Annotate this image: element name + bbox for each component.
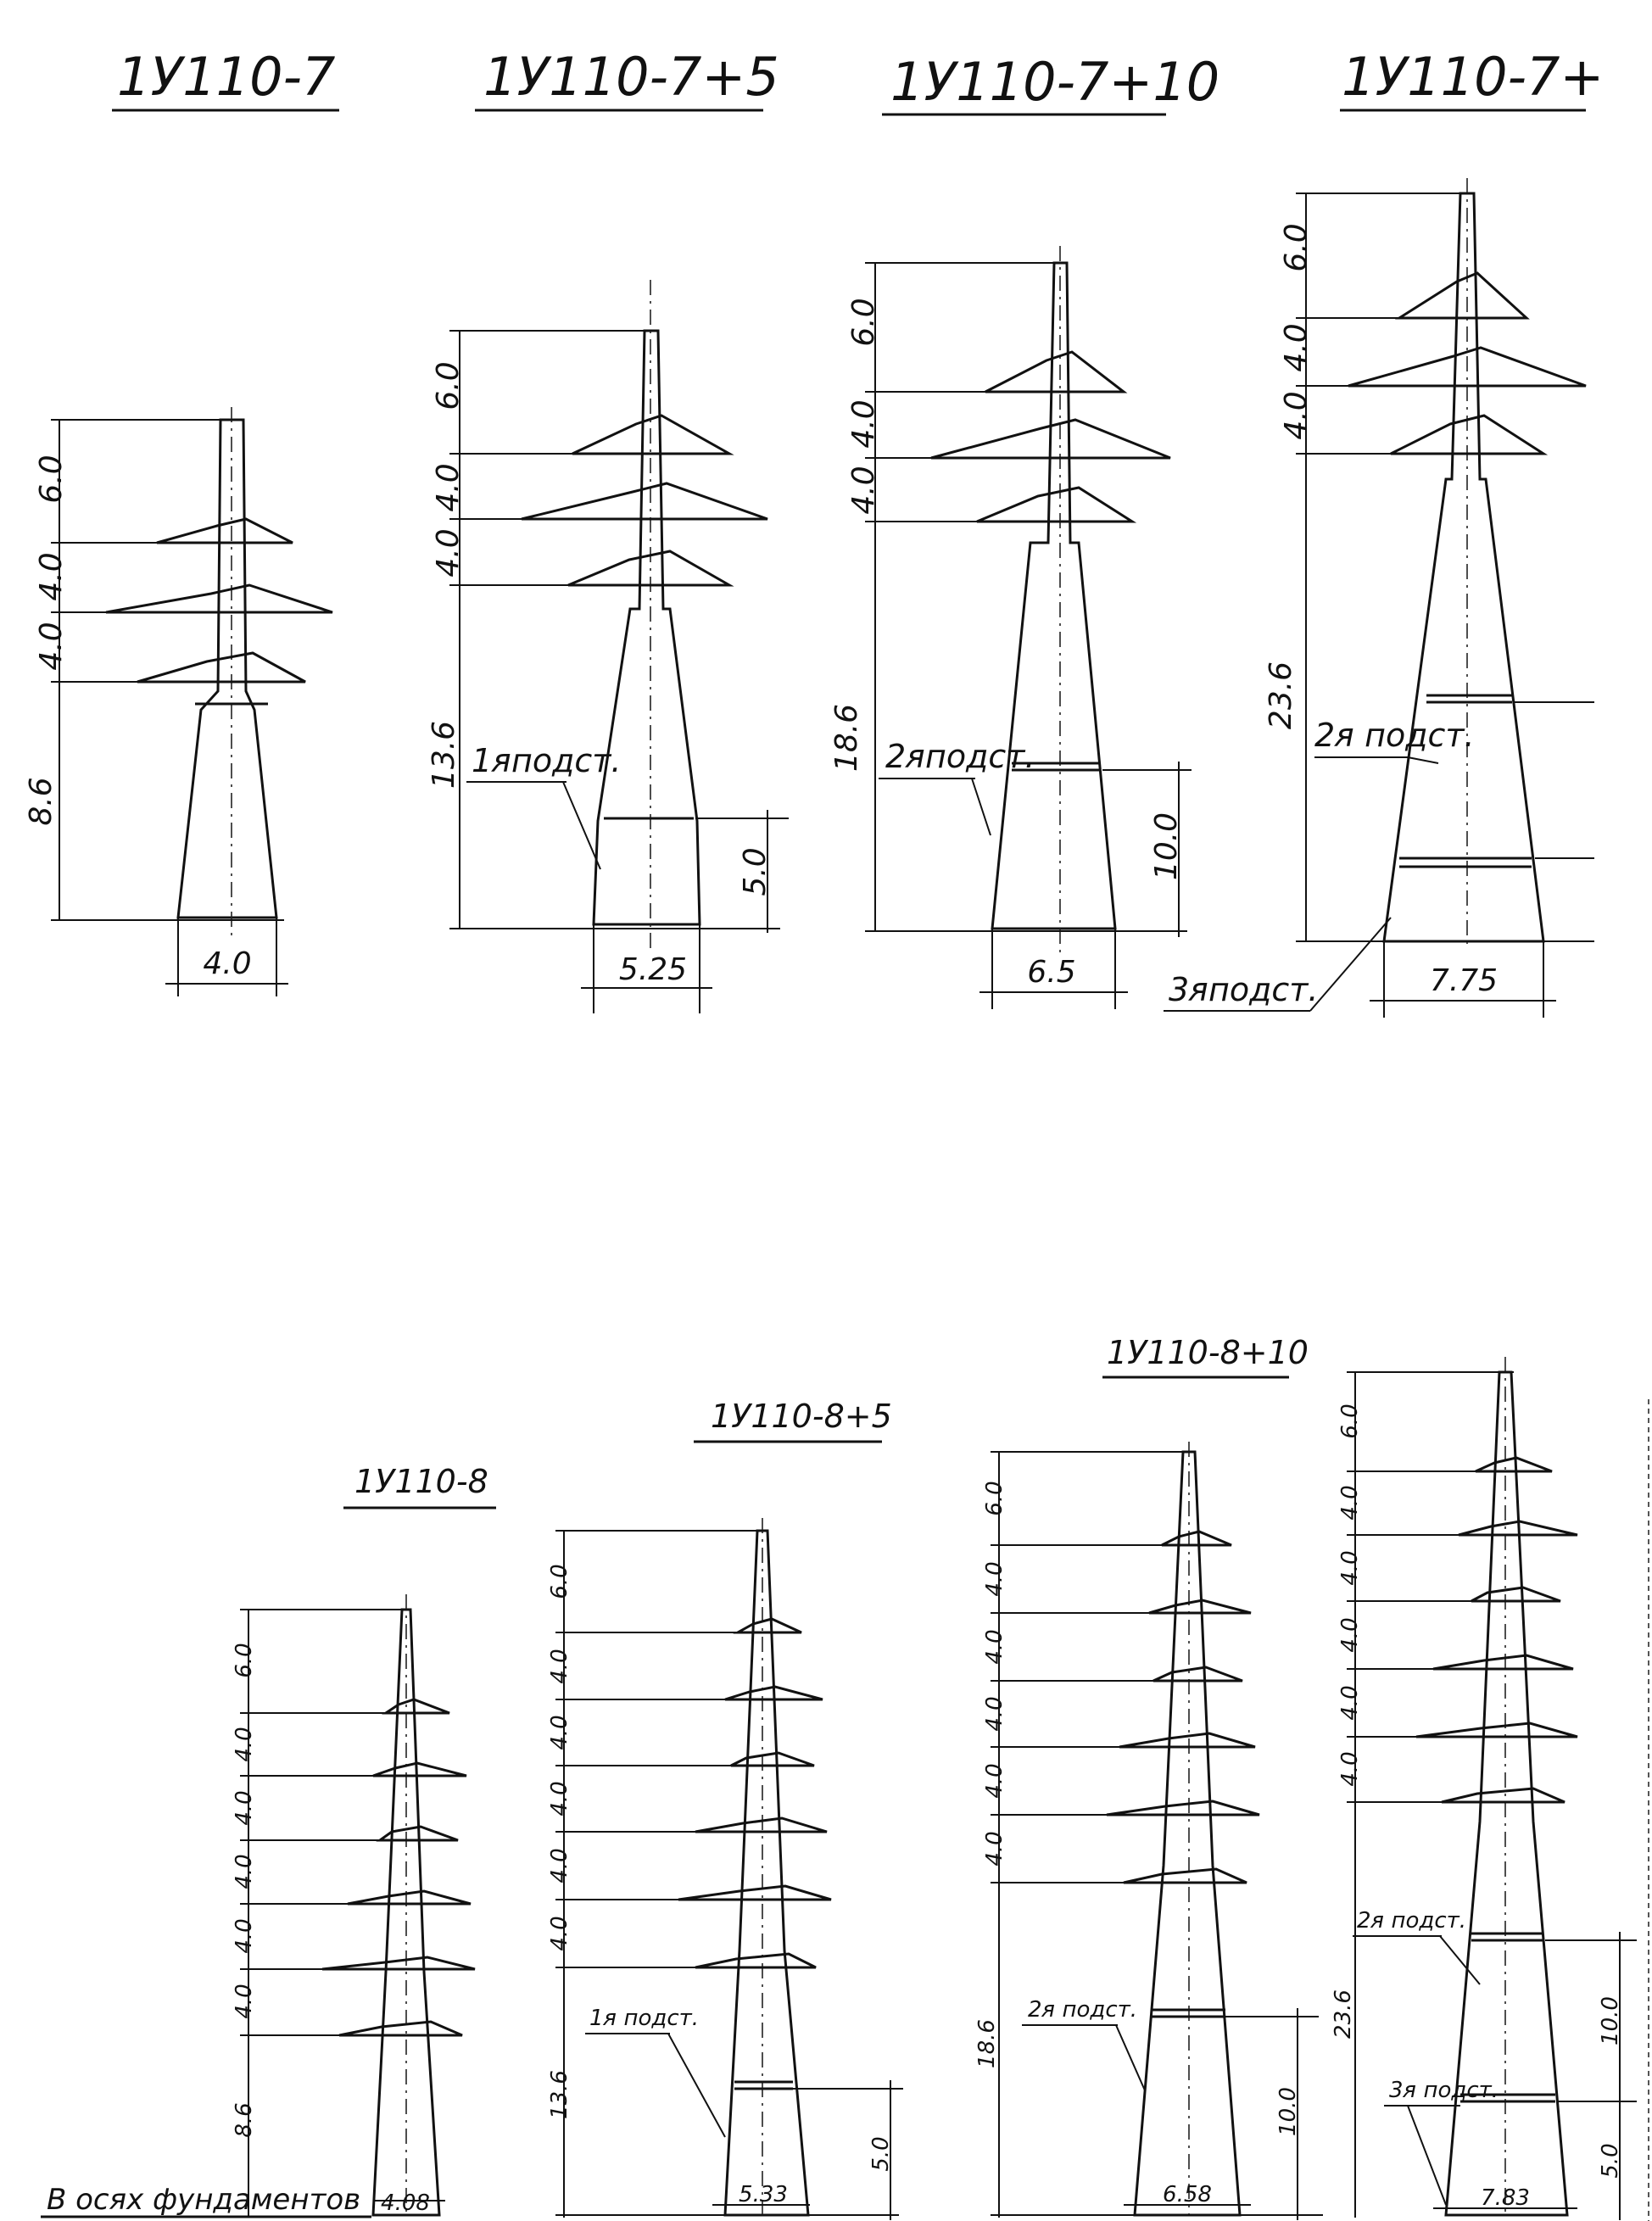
tower-1u110-8: 1У110-8 6.0 4.0 4.0 4.0 4.0 4.0 8.6 4.08… [41,1463,496,2218]
dim-bot4-seg6: 4.0 [1337,1751,1363,1786]
dim-top1-seg4: 8.6 [24,777,59,825]
tower-bottom-right: 6.0 4.0 4.0 4.0 4.0 4.0 23.6 10.0 5.0 2ᴙ… [1331,1357,1637,2220]
dim-bot3-seg1: 6.0 [982,1481,1007,1515]
dim-top3-seg3: 4.0 [846,466,881,514]
tower-1u110-7-10: 1У110-7+10 6.0 4.0 4.0 18.6 10.0 2ᴙподст… [829,51,1219,1009]
section-label-bot3: 2ᴙ подст. [1028,1997,1137,2023]
dim-bot4-seg4: 4.0 [1337,1617,1363,1652]
dim-bot1-seg2: 4.0 [232,1727,257,1761]
base-bot3: 6.58 [1163,2182,1212,2207]
dim-top2-seg3: 4.0 [431,528,466,577]
tower-1u110-7-5: 1У110-7+5 6.0 4.0 4.0 13.6 5.0 1ᴙподст. … [427,46,789,1013]
section-height-top2: 5.0 [738,847,773,896]
tower-1u110-8-10: 1У110-8+10 6.0 4.0 4.0 4.0 4.0 4.0 18.6 … [974,1334,1323,2220]
dim-bot1-seg7: 8.6 [232,2102,257,2137]
base-bot4: 7.83 [1481,2185,1530,2211]
base-top1: 4.0 [203,946,251,981]
base-top4: 7.75 [1430,963,1498,998]
dim-bot1-seg6: 4.0 [232,1984,257,2018]
title-1u110-7: 1У110-7 [117,46,335,108]
dim-top3-seg2: 4.0 [846,399,881,448]
title-1u110-7-10: 1У110-7+10 [890,51,1219,113]
section-height-bot2: 5.0 [868,2136,894,2171]
section-label-low-top4: 3ᴙподст. [1169,971,1319,1008]
dim-bot3-seg7: 18.6 [974,2019,1000,2068]
dim-bot4-seg2: 4.0 [1337,1485,1363,1520]
tower-1u110-8-5: 1У110-8+5 6.0 4.0 4.0 4.0 4.0 4.0 13.6 5… [547,1398,903,2220]
dim-bot2-seg6: 4.0 [547,1916,572,1950]
tower-1u110-7: 1У110-7 6.0 4.0 4.0 8.6 4.0 [24,46,339,996]
dim-bot2-seg4: 4.0 [547,1781,572,1816]
dim-top4-seg3: 4.0 [1279,391,1314,439]
dim-top2-seg2: 4.0 [431,463,466,511]
title-1u110-8-10: 1У110-8+10 [1107,1334,1309,1371]
dim-bot1-seg3: 4.0 [232,1790,257,1825]
dim-bot4-seg3: 4.0 [1337,1550,1363,1585]
section-label-bot2: 1ᴙ подст. [589,2006,699,2031]
dim-bot2-seg2: 4.0 [547,1649,572,1683]
dim-bot3-seg4: 4.0 [982,1696,1007,1731]
dim-bot3-seg3: 4.0 [982,1629,1007,1664]
dim-top2-seg4: 13.6 [427,721,461,789]
base-bot1: 4.08 [381,2190,430,2216]
footnote-foundation-axes: В осях фундаментов [47,2183,360,2217]
section-label-top3: 2ᴙподст. [885,738,1035,775]
dim-top4-seg4: 23.6 [1264,661,1298,729]
base-bot2: 5.33 [739,2182,788,2207]
dim-top4-seg1: 6.0 [1279,223,1314,271]
section-label-top2: 1ᴙподст. [472,742,622,779]
dim-top1-seg2: 4.0 [34,552,69,600]
dim-bot3-seg6: 4.0 [982,1831,1007,1866]
dim-top2-seg1: 6.0 [431,361,466,410]
dim-bot3-seg2: 4.0 [982,1561,1007,1596]
section-height-low-bot4: 5.0 [1598,2143,1623,2178]
base-top2: 5.25 [619,952,687,987]
title-1u110-8: 1У110-8 [354,1463,488,1500]
dim-bot3-seg5: 4.0 [982,1763,1007,1798]
dim-top4-seg2: 4.0 [1279,323,1314,371]
title-1u110-8-5: 1У110-8+5 [711,1398,892,1435]
dim-top1-seg1: 6.0 [34,455,69,503]
section-label-bot4: 2ᴙ подст. [1357,1908,1466,1934]
dim-bot2-seg1: 6.0 [547,1564,572,1599]
dim-top3-seg4: 18.6 [829,704,864,772]
section-height-bot4: 10.0 [1598,1996,1623,2045]
dim-bot4-seg7: 23.6 [1331,1989,1356,2039]
dim-bot1-seg5: 4.0 [232,1918,257,1953]
base-top3: 6.5 [1027,955,1075,990]
title-1u110-7-5: 1У110-7+5 [483,46,779,108]
section-height-top3: 10.0 [1149,812,1184,880]
section-label-low-bot4: 3ᴙ подст. [1389,2078,1499,2103]
section-label-top4: 2ᴙ подст. [1314,717,1475,754]
dim-bot2-seg7: 13.6 [547,2070,572,2119]
dim-bot1-seg4: 4.0 [232,1854,257,1889]
title-1u110-7-partial: 1У110-7+ [1342,46,1604,108]
dim-bot1-seg1: 6.0 [232,1643,257,1677]
dim-top1-seg3: 4.0 [34,622,69,670]
dim-bot2-seg5: 4.0 [547,1848,572,1883]
dim-bot4-seg1: 6.0 [1337,1403,1363,1438]
dim-bot2-seg3: 4.0 [547,1715,572,1749]
section-height-bot3: 10.0 [1275,2087,1301,2136]
dim-top3-seg1: 6.0 [846,298,881,346]
dim-bot4-seg5: 4.0 [1337,1685,1363,1720]
tower-1u110-7-15-partial: 1У110-7+ 6.0 4.0 4.0 23.6 2ᴙ подст. 3ᴙпо… [1164,46,1604,1018]
